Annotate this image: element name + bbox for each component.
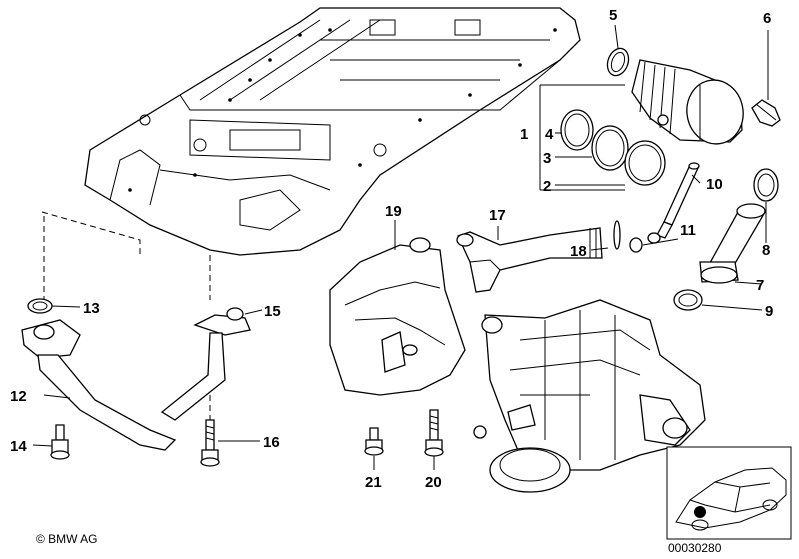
callout-21: 21 xyxy=(365,474,382,491)
shield-19 xyxy=(329,237,466,396)
copyright-label: © BMW AG xyxy=(36,532,98,546)
callout-15: 15 xyxy=(264,303,281,320)
filter-housing xyxy=(606,47,744,145)
callout-19: 19 xyxy=(385,203,402,220)
callout-13: 13 xyxy=(83,300,100,317)
bolt-20 xyxy=(424,409,444,457)
callout-16: 16 xyxy=(263,434,280,451)
pipe-12 xyxy=(21,298,177,451)
location-marker-icon xyxy=(694,506,706,518)
callout-12: 12 xyxy=(10,388,27,405)
ring-11 xyxy=(629,237,643,253)
callout-18: 18 xyxy=(570,243,587,260)
bolt-14 xyxy=(50,424,70,460)
drawing-number: 00030280 xyxy=(668,541,722,555)
callout-9: 9 xyxy=(765,303,773,320)
pipe-17 xyxy=(456,227,603,293)
callout-5: 5 xyxy=(609,7,617,24)
oil-pan xyxy=(84,7,581,256)
pipe-7 xyxy=(673,168,779,311)
vehicle-locator-inset xyxy=(666,446,792,540)
callout-11: 11 xyxy=(680,222,696,239)
callout-20: 20 xyxy=(425,474,442,491)
oil-pump xyxy=(473,299,706,493)
callout-8: 8 xyxy=(762,242,770,259)
callout-4: 4 xyxy=(545,126,554,143)
pipe-15 xyxy=(160,307,251,421)
callout-10: 10 xyxy=(706,176,723,193)
o-rings xyxy=(560,109,666,186)
callout-14: 14 xyxy=(10,438,27,455)
ring-18 xyxy=(613,220,621,250)
tube-10 xyxy=(647,162,700,244)
callout-7: 7 xyxy=(756,277,764,294)
callout-3: 3 xyxy=(543,150,551,167)
callout-17: 17 xyxy=(489,207,506,224)
bolt-6 xyxy=(751,99,781,127)
callout-2: 2 xyxy=(543,178,551,195)
bolt-21 xyxy=(364,427,384,456)
callout-6: 6 xyxy=(763,10,771,27)
callout-1: 1 xyxy=(520,126,528,143)
bolt-16 xyxy=(200,419,220,467)
